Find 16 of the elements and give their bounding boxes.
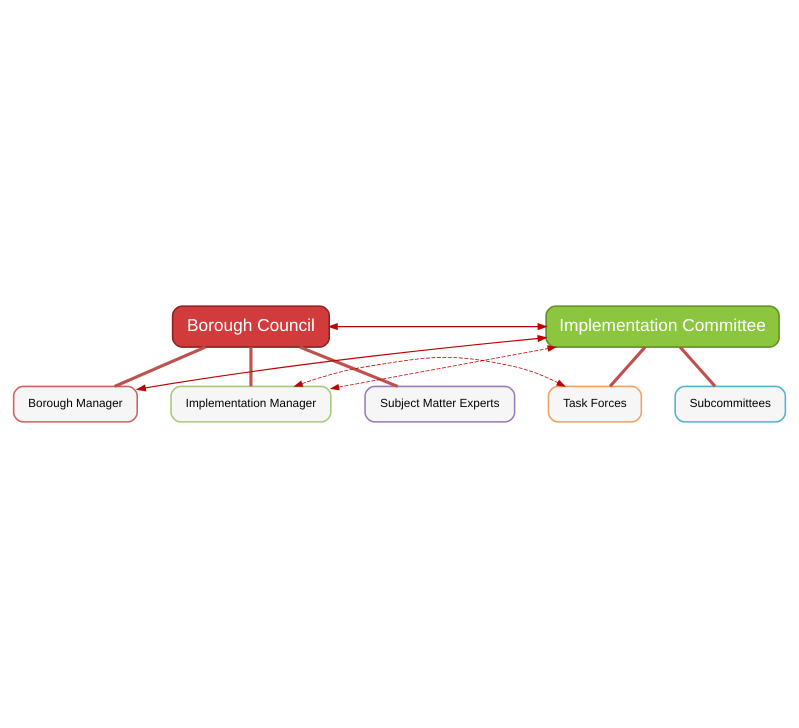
arrow	[328, 323, 548, 330]
node-box: Borough Council	[172, 305, 330, 348]
node-box: Subcommittees	[674, 386, 786, 423]
connector	[679, 346, 716, 388]
node-box: Implementation Manager	[170, 386, 332, 423]
node-box: Borough Manager	[12, 386, 138, 423]
connector	[114, 346, 206, 388]
node-box: Implementation Committee	[545, 305, 780, 348]
arrow	[136, 334, 548, 392]
connector	[608, 346, 646, 388]
arrow	[293, 357, 566, 387]
node-box: Task Forces	[548, 386, 642, 423]
node-box: Subject Matter Experts	[364, 386, 516, 423]
arrow	[330, 345, 557, 390]
connector	[249, 347, 252, 386]
connector	[299, 346, 398, 388]
